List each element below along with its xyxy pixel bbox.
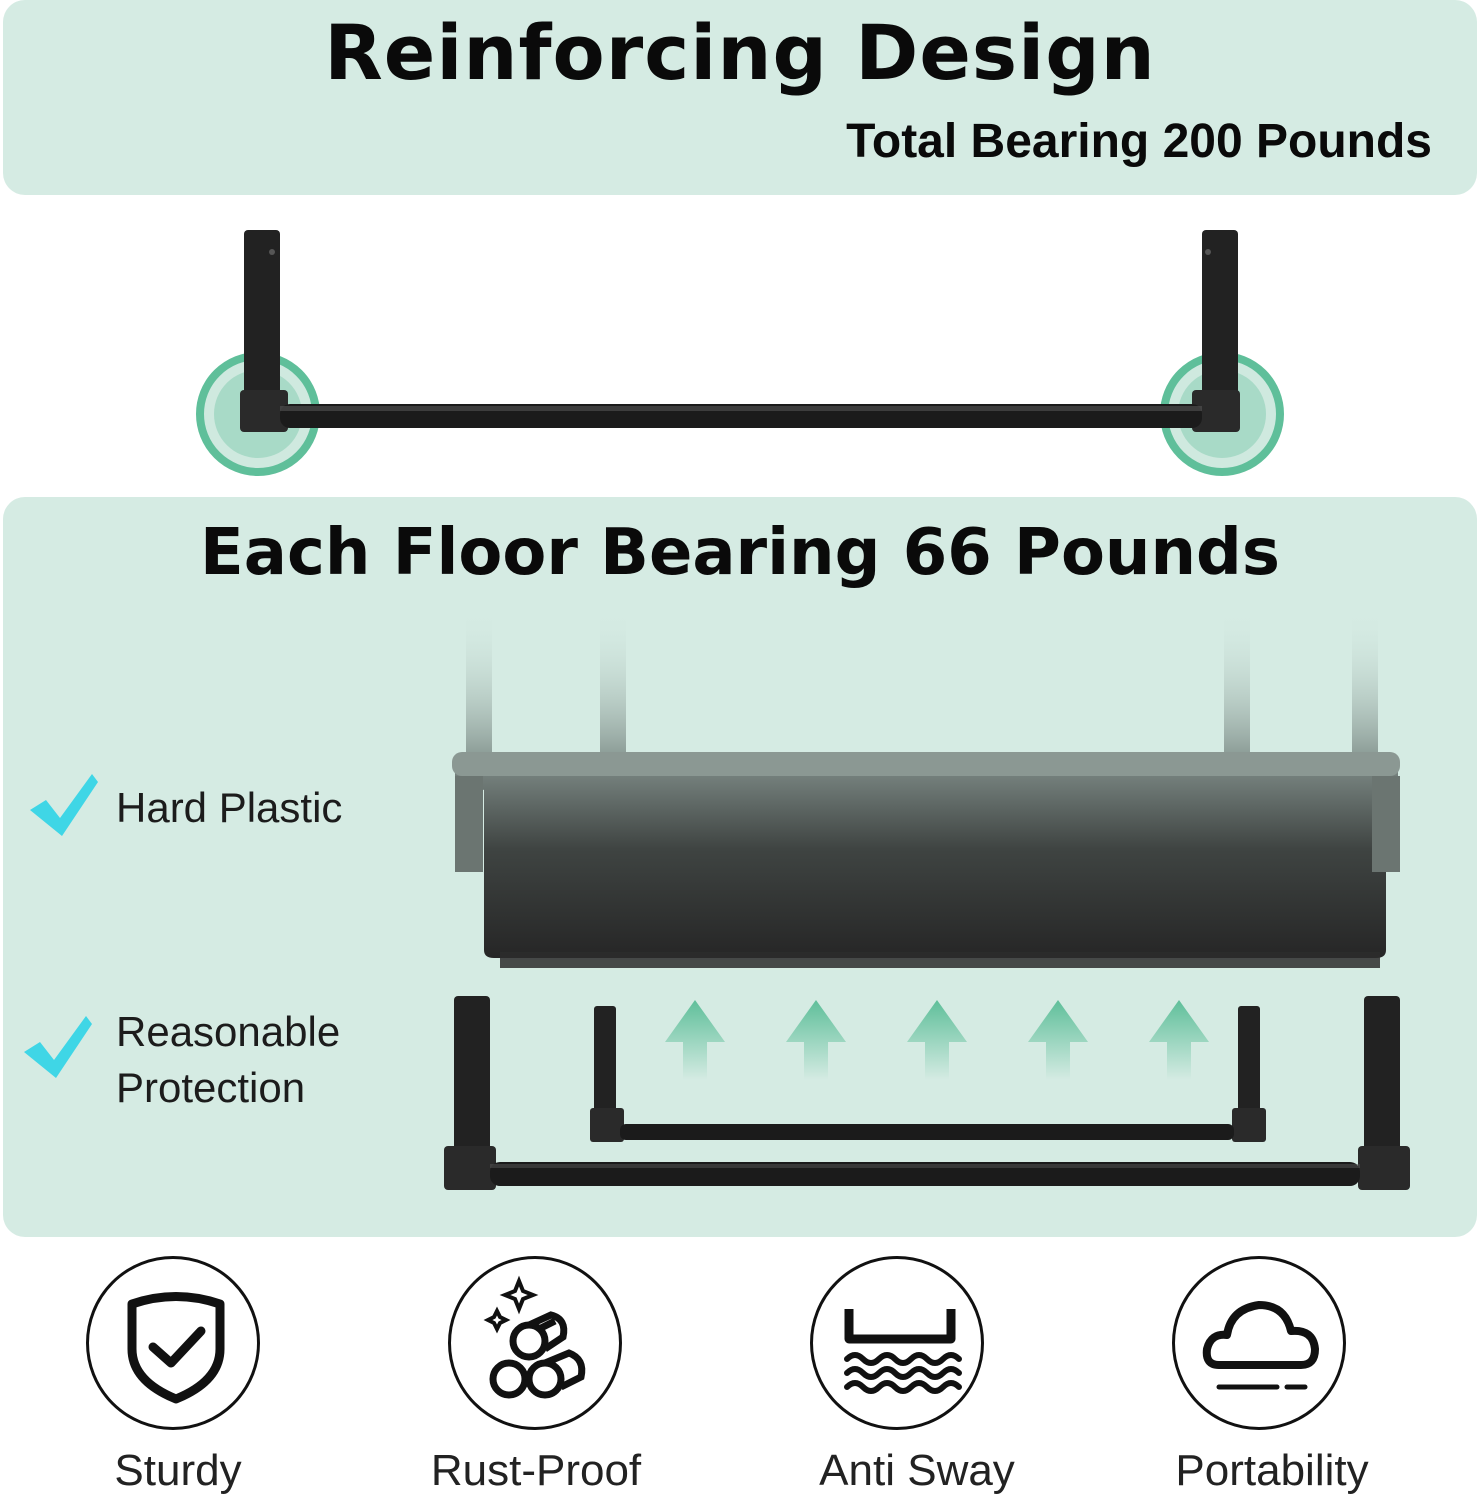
top-banner bbox=[3, 0, 1477, 195]
page-title: Reinforcing Design bbox=[324, 8, 1156, 97]
rust-proof-badge bbox=[448, 1256, 622, 1430]
floor-bearing-title: Each Floor Bearing 66 Pounds bbox=[200, 516, 1280, 590]
total-bearing-subtitle: Total Bearing 200 Pounds bbox=[846, 115, 1432, 168]
cloud-icon bbox=[1202, 1301, 1319, 1390]
anti-sway-badge bbox=[810, 1256, 984, 1430]
shelf-illustration bbox=[444, 610, 1410, 1190]
rod-illustration bbox=[196, 230, 1284, 476]
inner-rod bbox=[590, 1006, 1266, 1142]
stable-waves-icon bbox=[844, 1309, 962, 1394]
feature-reasonable-protection: Reasonable Protection bbox=[116, 1008, 341, 1111]
anti-sway-label: Anti Sway bbox=[819, 1446, 1015, 1495]
rust-proof-label: Rust-Proof bbox=[430, 1446, 642, 1495]
feature-hard-plastic: Hard Plastic bbox=[116, 784, 343, 831]
shield-check-icon bbox=[127, 1292, 225, 1404]
portability-badge bbox=[1172, 1256, 1346, 1430]
check-icon bbox=[30, 774, 98, 836]
upward-arrows bbox=[665, 1000, 1209, 1080]
sturdy-label: Sturdy bbox=[114, 1446, 242, 1495]
plastic-basket bbox=[452, 752, 1400, 968]
sturdy-badge bbox=[86, 1256, 260, 1430]
portability-label: Portability bbox=[1175, 1446, 1369, 1495]
outer-rod bbox=[444, 996, 1410, 1190]
rods-sparkle-icon bbox=[483, 1275, 586, 1399]
towel-rod bbox=[240, 230, 1240, 432]
check-icon bbox=[24, 1016, 92, 1078]
